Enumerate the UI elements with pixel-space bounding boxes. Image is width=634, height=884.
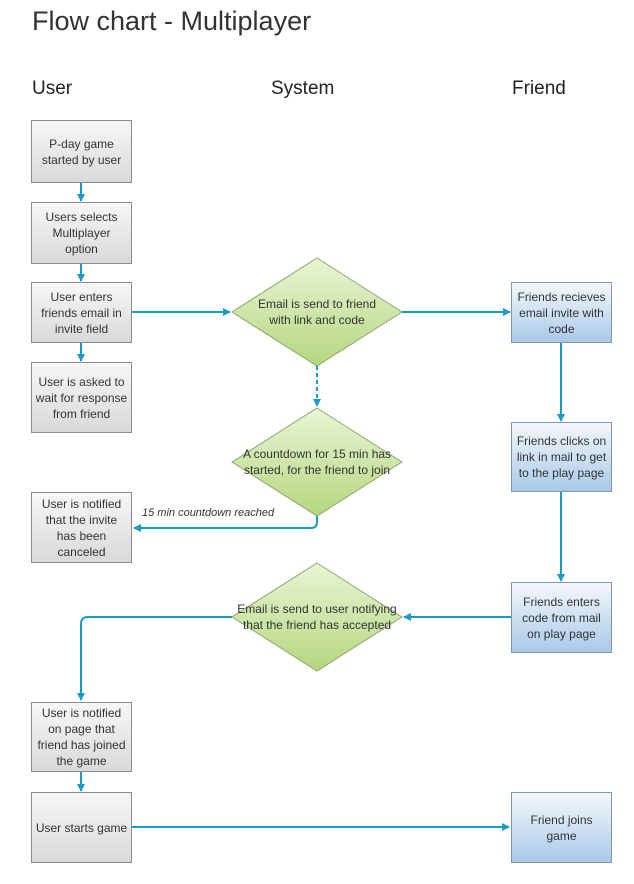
node-enter-email: User enters friends email in invite fiel… — [31, 282, 132, 343]
decision-diamond-email-notify — [231, 562, 403, 672]
lane-header-system: System — [271, 78, 335, 99]
node-asked-wait: User is asked to wait for response from … — [31, 362, 132, 433]
node-friend-clicks: Friends clicks on link in mail to get to… — [511, 422, 612, 492]
node-friend-receives: Friends recieves email invite with code — [511, 282, 612, 343]
connector-countdown-to-canceled — [133, 516, 318, 532]
node-notified-canceled: User is notified that the invite has bee… — [31, 492, 132, 563]
lane-header-user: User — [32, 78, 73, 99]
page-title: Flow chart - Multiplayer — [32, 6, 312, 36]
node-select-multiplayer: Users selects Multiplayer option — [31, 202, 132, 264]
connector-notify-diamond-to-joined — [77, 616, 232, 701]
diamond-text-email-link: Email is send to friend with link and co… — [257, 297, 377, 327]
diamond-text-email-notify: Email is send to user notifying that the… — [237, 602, 397, 632]
edge-label-countdown-reached: 15 min countdown reached — [142, 507, 275, 519]
lane-header-friend: Friend — [512, 78, 566, 99]
node-friend-joins: Friend joins game — [511, 792, 612, 863]
node-pday-started: P-day game started by user — [31, 120, 132, 183]
node-starts-game: User starts game — [31, 792, 132, 863]
node-notified-joined: User is notified on page that friend has… — [31, 702, 132, 772]
diamond-text-countdown: A countdown for 15 min has started, for … — [242, 447, 392, 477]
node-friend-enters: Friends enters code from mail on play pa… — [511, 582, 612, 653]
